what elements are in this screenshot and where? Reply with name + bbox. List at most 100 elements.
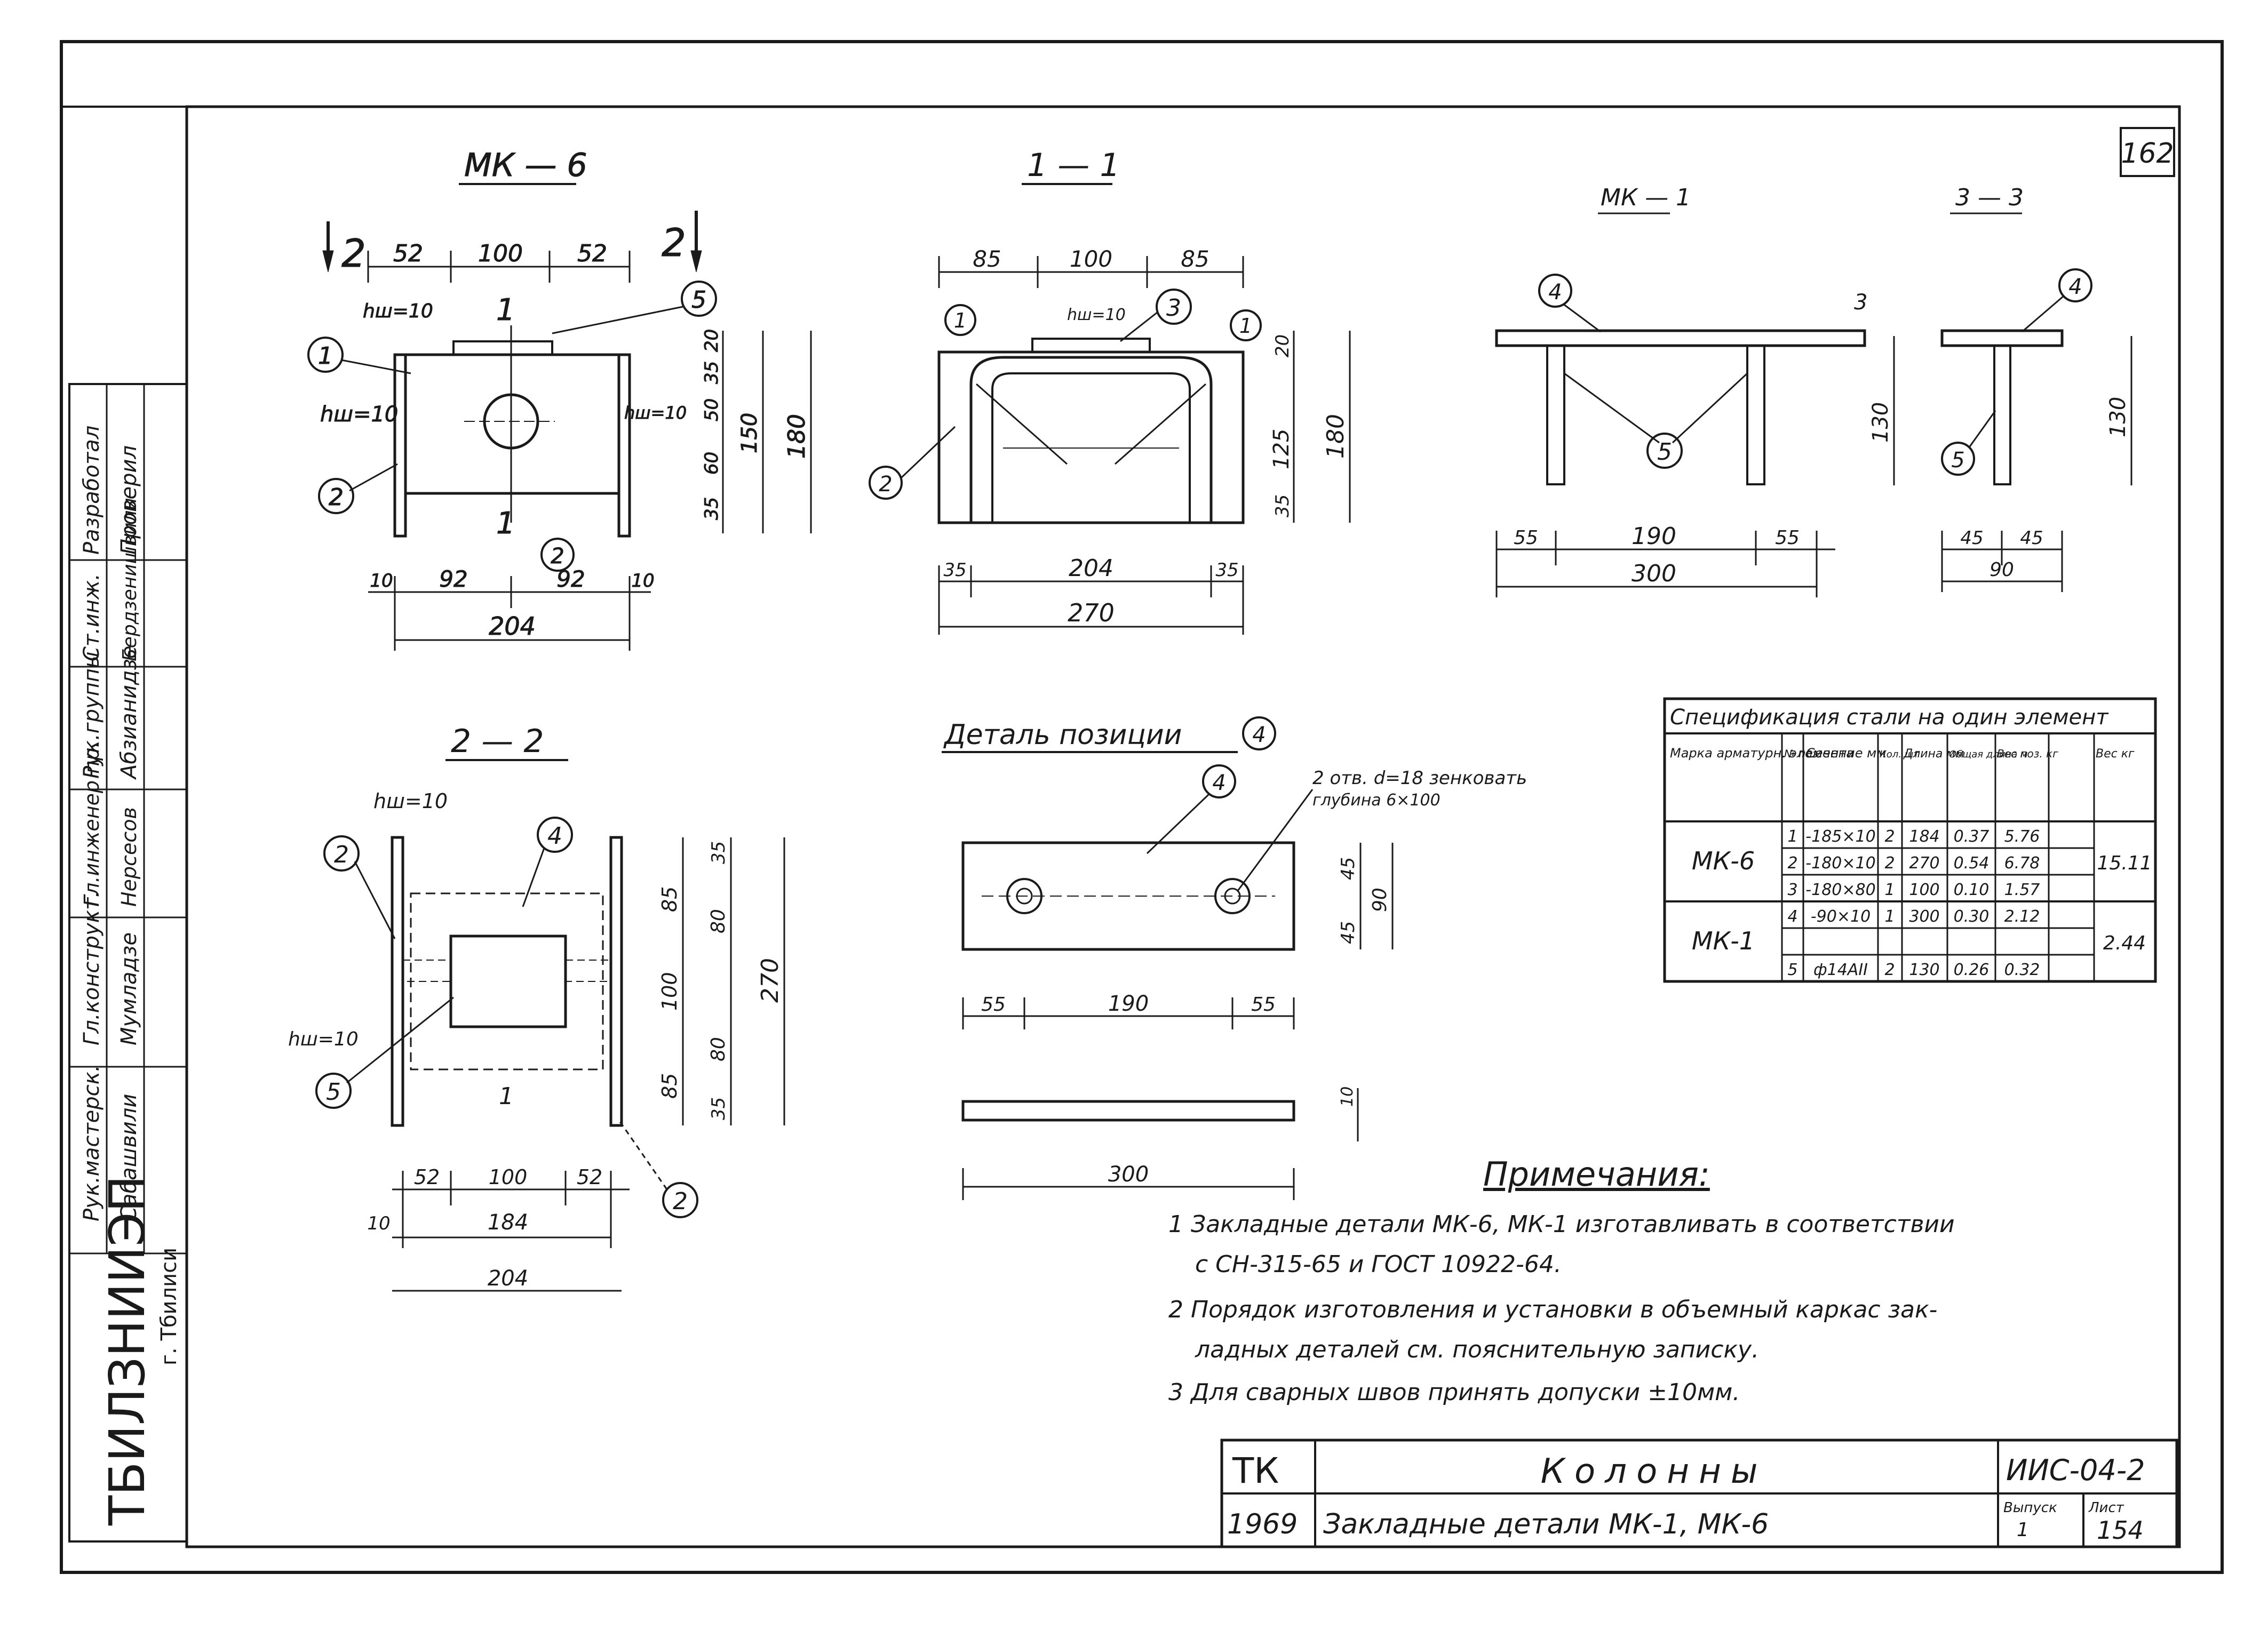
spec-r3-qty: 1: [1884, 881, 1895, 899]
spec-r5-pos: 5: [1787, 961, 1797, 979]
title-block: ТК 1969 Колонны Закладные детали МК-1, М…: [1220, 1439, 2178, 1548]
stamp-org: ТБИЛЗНИИЭП: [99, 1175, 156, 1526]
sec11-callout-1a: 1: [954, 309, 967, 332]
tb-subject: Закладные детали МК-1, МК-6: [1323, 1508, 1769, 1540]
sec11-overall-r: 180: [1322, 414, 1349, 459]
sec11-dim-t1: 85: [973, 246, 1001, 272]
mk6-dim-r1: 20: [701, 329, 722, 352]
tb-sheet: 154: [2097, 1516, 2144, 1545]
sec33-callout-5: 5: [1951, 448, 1964, 473]
tb-issue-label: Выпуск: [2003, 1500, 2057, 1516]
sec33-callout-4: 4: [2068, 275, 2082, 299]
sec11-dim-r1: 20: [1272, 334, 1293, 357]
spec-h-mark: Марка арматурн. элемента: [1670, 746, 1854, 761]
sec11-dim-b1: 35: [943, 560, 966, 581]
sec22-dim-r4: 100: [658, 972, 681, 1011]
stamp-name-5: Бердзенишвили: [119, 498, 141, 661]
mk1-dim-b2: 190: [1632, 523, 1676, 550]
view-mk6: МК — 6 2 2 52 100 52 1 1 hш=10 hш=10 hш=…: [307, 147, 812, 651]
sec11-dim-r3: 35: [1272, 494, 1293, 517]
mk6-dim-b2: 92: [439, 566, 467, 592]
stamp-role-5: Ст.инж.: [79, 573, 104, 661]
sec22-callout-1: 1: [499, 1083, 514, 1110]
mk1-callout-5: 5: [1657, 438, 1672, 466]
note-3: 3 Для сварных швов принять допуски ±10мм…: [1168, 1379, 1740, 1406]
mk1-cut-label: 3: [1854, 290, 1867, 315]
spec-r4-pos: 4: [1787, 907, 1797, 926]
sheet-number-box: [2120, 127, 2175, 177]
spec-r2-w: 6.78: [2004, 854, 2040, 873]
sec22-dim-r6: 85: [658, 1073, 681, 1099]
spec-r3-total: 0.10: [1954, 881, 1990, 899]
spec-h-sec: Сечение мм: [1806, 746, 1886, 761]
mk6-dim-b4: 10: [631, 570, 654, 592]
view-sec22: 2 — 2 hш=10 hш=10 2 4 5 2 1 85 100 85 35…: [288, 723, 785, 1292]
view-sec11: 1 — 1 85 100 85 hш=10 1 3 1 2 20 125 35 …: [869, 147, 1351, 635]
sec33-title: 3 — 3: [1955, 184, 2024, 211]
spec-r4-sec: -90×10: [1811, 907, 1871, 926]
mk6-dim-r5: 60: [701, 452, 722, 475]
sec33-overall-b: 90: [1990, 559, 2014, 581]
spec-w-mk6: 15.11: [2097, 852, 2152, 874]
stamp-name-6: Проверил: [117, 445, 141, 555]
mk6-dim-r4: 150: [737, 413, 762, 453]
spec-r3-pos: 3: [1787, 881, 1797, 899]
stamp-name-3: Нерсесов: [117, 807, 141, 907]
note-2b: ладных деталей см. пояснительную записку…: [1195, 1336, 1760, 1363]
spec-r5-total: 0.26: [1954, 961, 1990, 979]
sec11-callout-3: 3: [1166, 294, 1181, 322]
spec-title: Спецификация стали на один элемент: [1670, 705, 2109, 730]
mk6-dim-top-3: 52: [577, 240, 607, 267]
detail-thickness: 10: [1338, 1086, 1357, 1107]
mk6-cut-label-bottom: 1: [496, 506, 515, 541]
sec11-dim-b2: 204: [1069, 555, 1113, 582]
spec-r1-pos: 1: [1787, 827, 1797, 846]
spec-h-total: Общая длина м: [1949, 749, 2028, 760]
sec11-dim-t2: 100: [1070, 246, 1112, 272]
spec-r3-sec: -180×80: [1805, 881, 1875, 899]
sec22-overall-r: 270: [757, 958, 784, 1003]
spec-r4-w: 2.12: [2004, 907, 2040, 926]
mk1-overall-b: 300: [1632, 560, 1676, 587]
sec11-overall-b: 270: [1068, 598, 1115, 627]
outer-frame: [60, 40, 2224, 1574]
mk6-weld-2: hш=10: [320, 402, 398, 427]
sec22-dim-r2: 85: [658, 886, 681, 912]
mk6-title: МК — 6: [464, 147, 587, 184]
spec-r5-sec: ф14АII: [1813, 961, 1868, 979]
spec-mark-mk1: МК-1: [1692, 926, 1755, 955]
mk6-callout-5: 5: [691, 286, 706, 314]
mk6-overall-r1: 180: [783, 414, 810, 459]
sheet-number: 162: [2121, 138, 2174, 170]
tb-name: Колонны: [1541, 1452, 1768, 1491]
sec22-dim-mid-b: 10: [367, 1213, 390, 1234]
stamp-role-4: Рук.группы: [79, 651, 104, 779]
detail-overall-r: 90: [1369, 888, 1391, 912]
spec-r4-total: 0.30: [1954, 907, 1990, 926]
view-detail: Деталь позиции 4 2 отв. d=18 зенковать г…: [942, 716, 1527, 1200]
mk1-dim-r: 130: [1868, 402, 1893, 443]
spec-r1-len: 184: [1909, 827, 1939, 846]
detail-dim-b3: 55: [1251, 994, 1276, 1016]
spec-w-mk1: 2.44: [2103, 932, 2146, 954]
detail-dim-b2: 190: [1108, 992, 1149, 1016]
sec22-overall-b: 204: [488, 1266, 528, 1291]
detail-overall-b: 300: [1108, 1162, 1149, 1187]
stamp-name-2: Мумладзе: [117, 932, 141, 1045]
tb-code: ТК: [1232, 1450, 1279, 1491]
mk6-callout-2b: 2: [551, 544, 564, 569]
sec33-dim-r: 130: [2106, 397, 2130, 437]
spec-r4-qty: 1: [1884, 907, 1895, 926]
mk6-overall-b: 204: [489, 612, 536, 641]
spec-r5-len: 130: [1909, 961, 1939, 979]
detail-title-callout: 4: [1252, 723, 1266, 747]
sec22-dim-b1: 52: [414, 1165, 440, 1189]
sec22-callout-2a: 2: [334, 841, 349, 868]
detail-dim-r1: 45: [1338, 857, 1359, 880]
note-1b: с СН-315-65 и ГОСТ 10922-64.: [1195, 1251, 1562, 1278]
spec-r1-sec: -185×10: [1805, 827, 1875, 846]
stamp-role-2: Гл.конструкт.: [79, 891, 104, 1045]
mk6-sec-mark-right: 2: [662, 220, 686, 265]
left-stamp: Рук.мастерск. Сабашвили Гл.конструкт. Му…: [68, 383, 188, 1543]
